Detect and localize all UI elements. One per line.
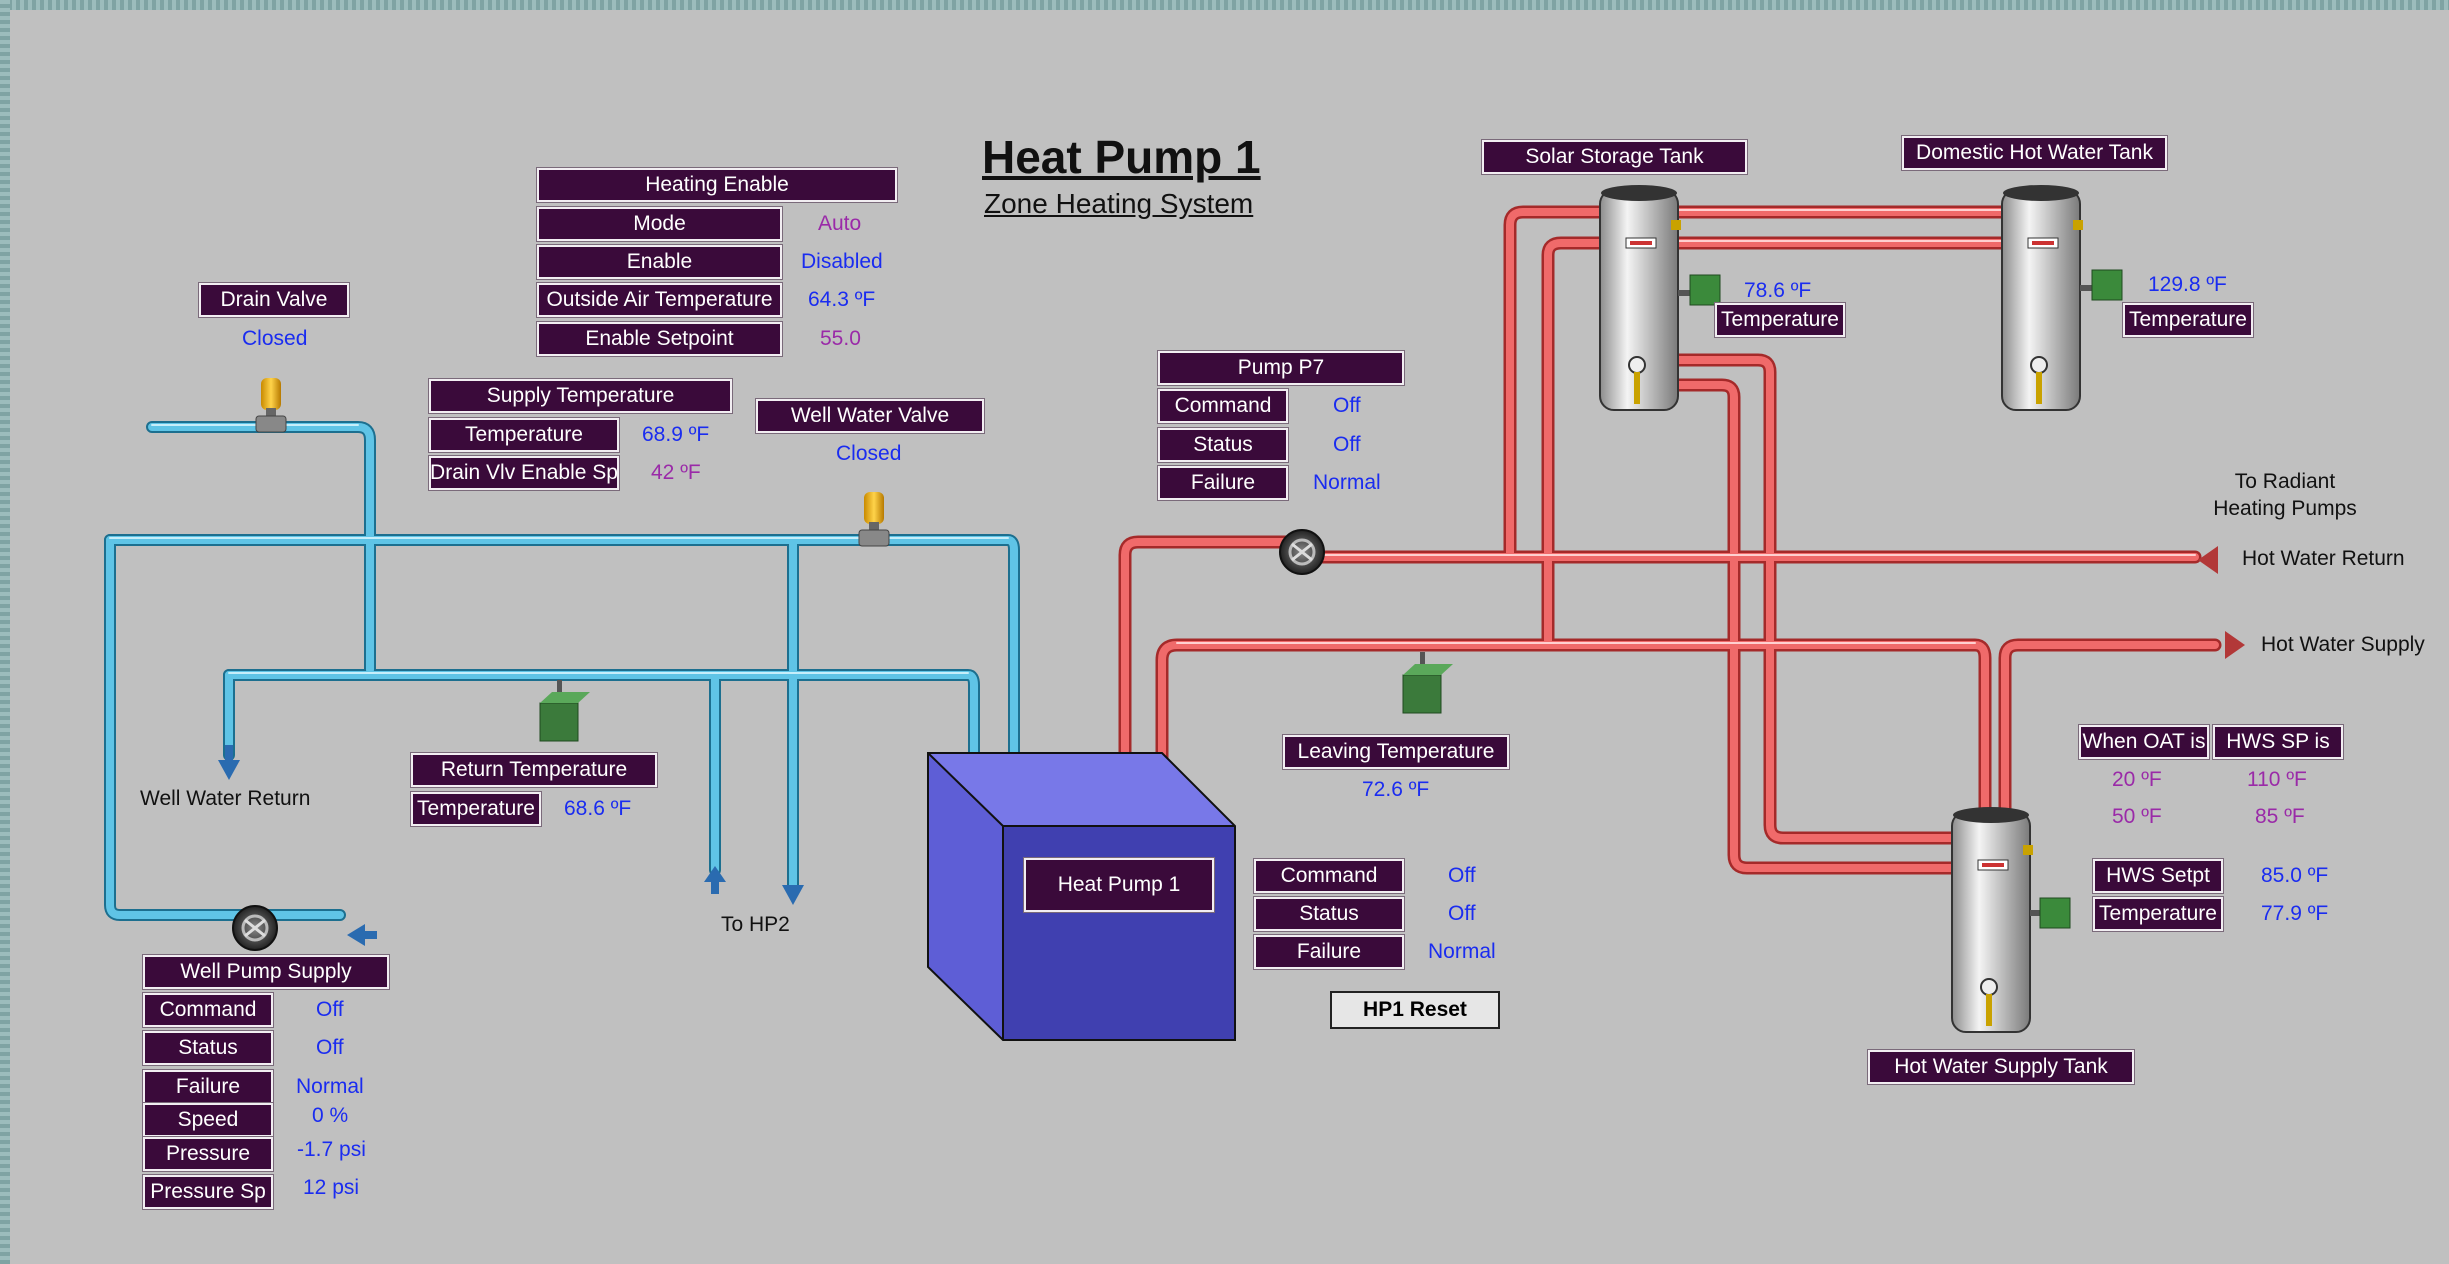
mode-value[interactable]: Auto: [818, 212, 862, 235]
pump-p7-header: Pump P7: [1157, 350, 1405, 386]
return-temp-value: 68.6 ºF: [564, 797, 632, 820]
well-pump-supply-header: Well Pump Supply: [142, 954, 390, 990]
dhw-tank-temp-value: 129.8 ºF: [2148, 273, 2227, 296]
hws-sp-header: HWS SP is: [2212, 724, 2344, 760]
window-frame-left: [0, 0, 10, 1264]
supply-temp-header: Supply Temperature: [428, 378, 733, 414]
arrow-left-icon: [347, 924, 365, 946]
drain-vlv-enable-sp-value[interactable]: 42 ºF: [651, 461, 701, 484]
arrow-down-icon: [218, 760, 240, 780]
hot-water-supply-label: Hot Water Supply: [2261, 633, 2425, 656]
outside-air-temp-label: Outside Air Temperature: [536, 282, 783, 318]
solar-tank-temp-label: Temperature: [1714, 302, 1846, 338]
to-radiant-label: To Radiant: [2234, 470, 2336, 493]
outside-air-temp-value: 64.3 ºF: [808, 288, 876, 311]
pump-p7-status-label: Status: [1157, 427, 1289, 463]
drain-valve-icon: [255, 378, 287, 433]
hot-water-supply-tank-header: Hot Water Supply Tank: [1867, 1049, 2135, 1085]
flow-arrow-icons: [218, 546, 2245, 946]
solar-storage-tank-header: Solar Storage Tank: [1481, 139, 1748, 175]
mode-label: Mode: [536, 206, 783, 242]
to-hp2-label: To HP2: [721, 913, 790, 936]
well-pump-speed-value: 0 %: [312, 1104, 349, 1127]
hp-failure-label: Failure: [1253, 934, 1405, 970]
solar-tank-temp-value: 78.6 ºF: [1744, 279, 1812, 302]
pump-p7-failure-value: Normal: [1313, 471, 1381, 494]
well-water-valve-icon: [858, 492, 890, 547]
hp-command-value[interactable]: Off: [1448, 864, 1476, 887]
well-pump-failure-value: Normal: [296, 1075, 364, 1098]
well-pump-pressure-sp-value[interactable]: 12 psi: [303, 1176, 360, 1199]
enable-setpoint-value[interactable]: 55.0: [820, 327, 861, 350]
hp-command-label: Command: [1253, 858, 1405, 894]
arrow-left-icon: [2198, 546, 2218, 574]
enable-value: Disabled: [801, 250, 883, 273]
leaving-temp-value: 72.6 ºF: [1362, 778, 1430, 801]
pump-p7-status-value: Off: [1333, 433, 1361, 456]
well-pump-command-value[interactable]: Off: [316, 998, 344, 1021]
well-pump-status-value: Off: [316, 1036, 344, 1059]
hws-tank-temp-value: 77.9 ºF: [2261, 902, 2329, 925]
hot-water-return-label: Hot Water Return: [2242, 547, 2405, 570]
well-water-valve-state[interactable]: Closed: [836, 442, 902, 465]
window-frame-top: [0, 0, 2449, 10]
arrow-down-icon: [782, 885, 804, 905]
hws-setpt-value: 85.0 ºF: [2261, 864, 2329, 887]
arrow-right-icon: [2225, 631, 2245, 659]
heating-enable-header: Heating Enable: [536, 167, 898, 203]
well-pump-failure-label: Failure: [142, 1069, 274, 1105]
drain-valve-state[interactable]: Closed: [242, 327, 308, 350]
reset-row1-hws[interactable]: 110 ºF: [2247, 768, 2307, 791]
supply-temp-label: Temperature: [428, 417, 620, 453]
well-pump-pressure-label: Pressure: [142, 1136, 274, 1172]
page-title: Heat Pump 1: [982, 131, 1261, 183]
enable-setpoint-label: Enable Setpoint: [536, 321, 783, 357]
solar-storage-tank-icon: [1599, 185, 1721, 411]
hp1-reset-button[interactable]: HP1 Reset: [1330, 991, 1500, 1029]
well-pump-pressure-value: -1.7 psi: [297, 1138, 366, 1161]
pump-p7-failure-label: Failure: [1157, 465, 1289, 501]
reset-row2-oat[interactable]: 50 ºF: [2112, 805, 2162, 828]
return-temp-label: Temperature: [410, 791, 542, 827]
hp-failure-value: Normal: [1428, 940, 1496, 963]
leaving-temp-sensor-icon: [1402, 652, 1453, 714]
well-pump-pressure-sp-label: Pressure Sp: [142, 1174, 274, 1210]
hp-status-label: Status: [1253, 896, 1405, 932]
well-water-return-label: Well Water Return: [140, 787, 311, 810]
reset-row1-oat[interactable]: 20 ºF: [2112, 768, 2162, 791]
dhw-tank-temp-label: Temperature: [2122, 302, 2254, 338]
hws-setpt-label: HWS Setpt: [2092, 858, 2224, 894]
enable-label: Enable: [536, 244, 783, 280]
well-water-piping: [104, 421, 1020, 921]
leaving-temp-header: Leaving Temperature: [1282, 734, 1510, 770]
pump-p7-command-value[interactable]: Off: [1333, 394, 1361, 417]
well-pump-status-label: Status: [142, 1030, 274, 1066]
page-subtitle: Zone Heating System: [984, 188, 1254, 219]
hot-water-piping: [1118, 205, 2222, 875]
well-pump-icon: [232, 905, 278, 951]
well-pump-command-label: Command: [142, 992, 274, 1028]
hot-water-supply-tank-icon: [1951, 807, 2071, 1033]
domestic-hot-water-tank-icon: [2001, 185, 2123, 411]
return-temp-header: Return Temperature: [410, 752, 658, 788]
well-pump-speed-label: Speed: [142, 1102, 274, 1138]
heat-pump-1-label[interactable]: Heat Pump 1: [1023, 857, 1215, 913]
hp-status-value: Off: [1448, 902, 1476, 925]
drain-vlv-enable-sp-label: Drain Vlv Enable Sp: [428, 455, 620, 491]
well-water-valve-header: Well Water Valve: [755, 398, 985, 434]
return-temp-sensor-icon: [539, 680, 590, 742]
arrow-up-icon: [704, 866, 726, 882]
dhw-tank-header: Domestic Hot Water Tank: [1901, 135, 2168, 171]
when-oat-header: When OAT is: [2078, 724, 2210, 760]
pump-p7-command-label: Command: [1157, 388, 1289, 424]
supply-temp-value: 68.9 ºF: [642, 423, 710, 446]
reset-row2-hws[interactable]: 85 ºF: [2255, 805, 2305, 828]
hws-tank-temp-label: Temperature: [2092, 896, 2224, 932]
heating-pumps-label: Heating Pumps: [2213, 497, 2357, 520]
pump-p7-icon: [1279, 529, 1325, 575]
drain-valve-header: Drain Valve: [198, 282, 350, 318]
